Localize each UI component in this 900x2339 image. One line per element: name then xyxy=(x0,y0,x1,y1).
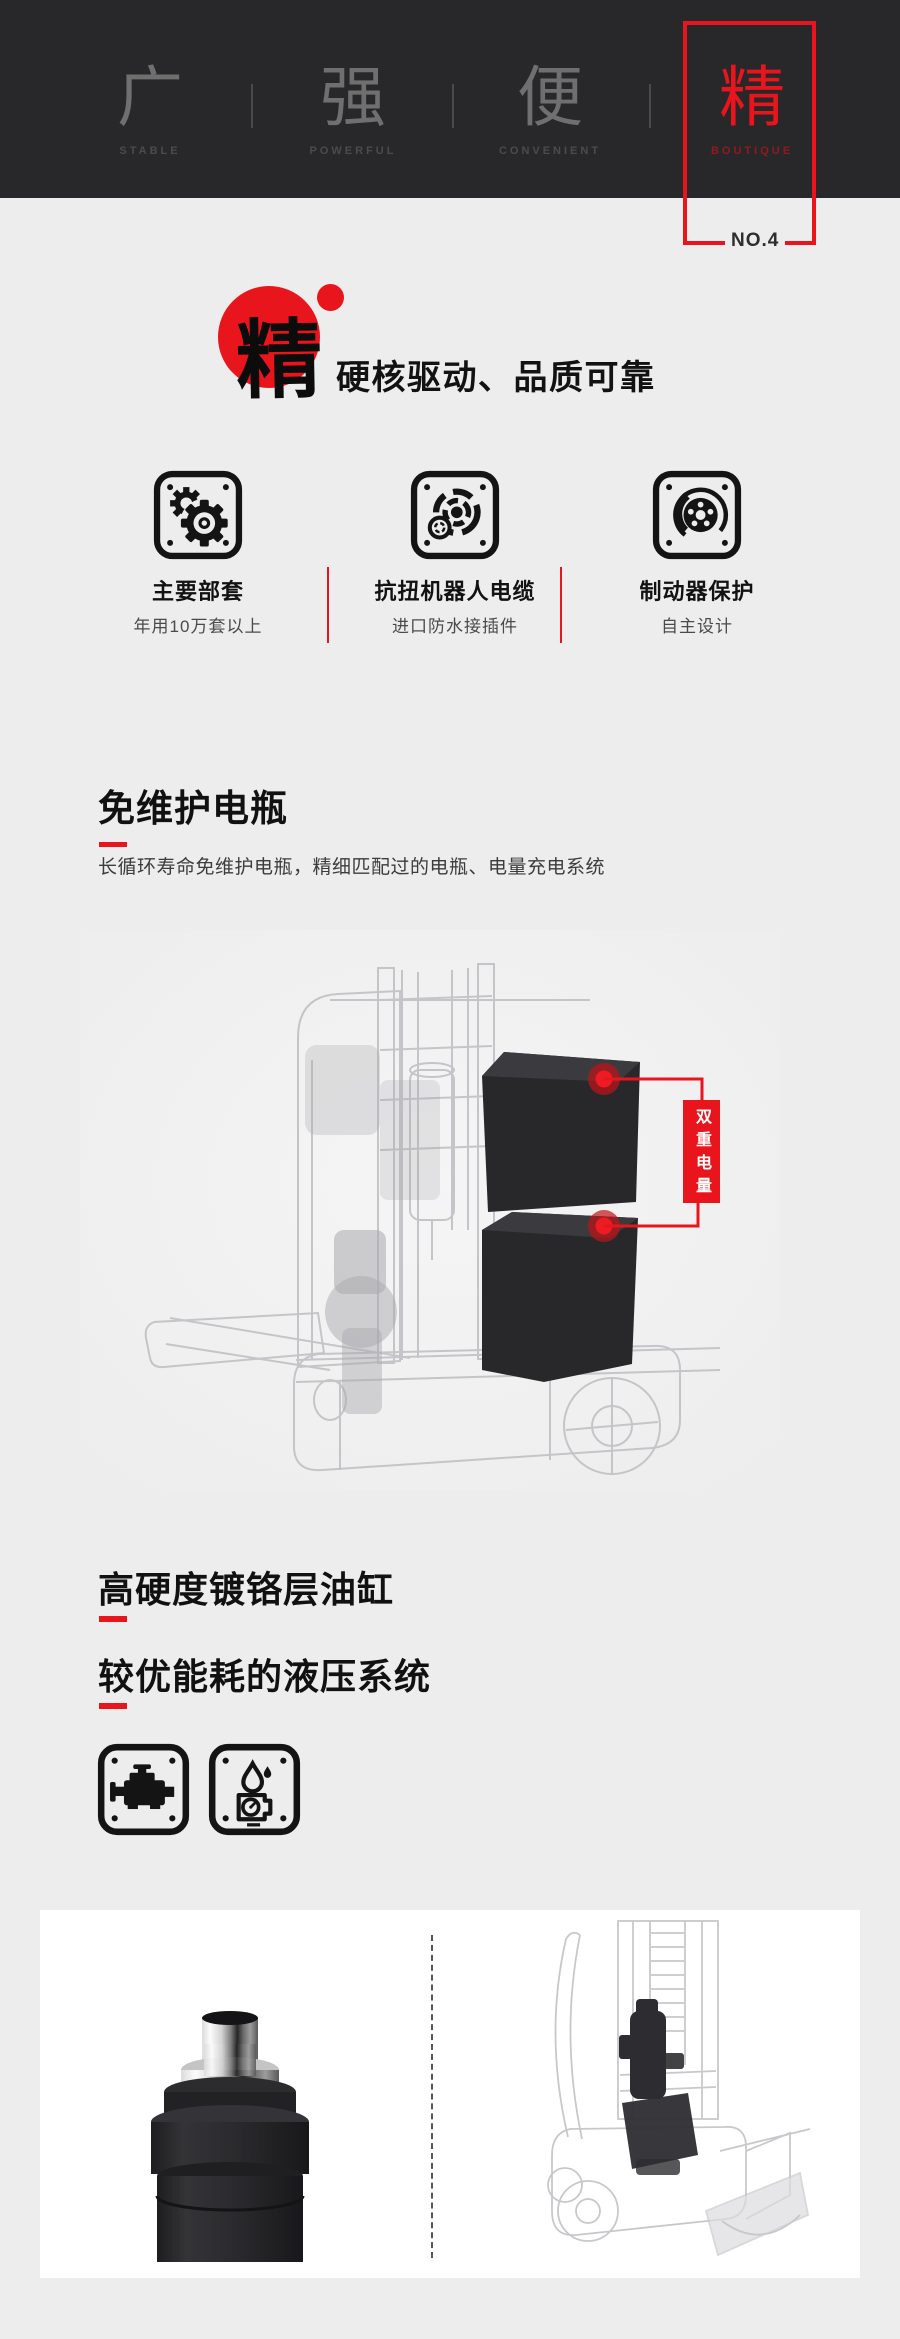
hero-item-powerful: 强 POWERFUL xyxy=(273,64,433,157)
hero-label: CONVENIENT xyxy=(498,145,602,157)
engine-icon xyxy=(97,1743,190,1836)
divider xyxy=(649,84,651,128)
battery-boxes xyxy=(482,1052,640,1382)
feature-title: 制动器保护 xyxy=(639,579,755,604)
gears-icon xyxy=(153,470,243,560)
heading-underline xyxy=(99,1703,127,1709)
dual-battery-callout-tag: 双重电量 xyxy=(683,1100,720,1203)
section-number-badge: NO.4 xyxy=(725,230,786,252)
hero-label: BOUTIQUE xyxy=(710,145,794,157)
feature-subtitle: 年用10万套以上 xyxy=(133,617,263,636)
brake-disc-icon xyxy=(652,470,742,560)
feature-title: 抗扭机器人电缆 xyxy=(374,579,536,604)
boutique-highlight-frame xyxy=(683,21,816,245)
pallet-stacker-wireframe-image xyxy=(80,930,780,1490)
feature-robot-cable: 抗扭机器人电缆 进口防水接插件 xyxy=(355,470,555,637)
brush-character: 精 xyxy=(235,312,323,410)
battery-subheading: 长循环寿命免维护电瓶，精细匹配过的电瓶、电量充电系统 xyxy=(98,857,606,878)
hydraulic-heading: 较优能耗的液压系统 xyxy=(98,1656,432,1697)
hydraulic-cylinder-image xyxy=(151,2011,309,2262)
feature-brake-protection: 制动器保护 自主设计 xyxy=(597,470,797,637)
red-dot-decoration xyxy=(317,284,344,311)
hero-char: 广 xyxy=(117,60,183,134)
pallet-truck-wireframe-image xyxy=(547,1920,811,2257)
feature-title: 主要部套 xyxy=(151,579,244,604)
red-circle-decoration xyxy=(218,286,320,388)
divider xyxy=(452,84,454,128)
cylinder-heading: 高硬度镀铬层油缸 xyxy=(98,1569,395,1610)
dashed-divider xyxy=(431,1935,433,2258)
feature-subtitle: 自主设计 xyxy=(661,617,733,636)
heading-underline xyxy=(99,842,127,847)
hero-item-stable: 广 STABLE xyxy=(70,64,230,157)
hero-label: STABLE xyxy=(119,145,181,157)
feature-main-parts: 主要部套 年用10万套以上 xyxy=(98,470,298,637)
divider xyxy=(560,567,562,643)
battery-heading: 免维护电瓶 xyxy=(98,788,288,829)
hero-banner: 广 STABLE 强 POWERFUL 便 CONVENIENT 精 BOUTI… xyxy=(0,0,900,198)
oil-gauge-icon xyxy=(208,1743,301,1836)
robot-cable-icon xyxy=(410,470,500,560)
hero-char: 精 xyxy=(719,60,785,134)
hero-item-convenient: 便 CONVENIENT xyxy=(470,64,630,157)
section-title: 硬核驱动、品质可靠 xyxy=(336,359,656,397)
heading-underline xyxy=(99,1616,127,1622)
hero-char: 便 xyxy=(517,60,583,134)
divider xyxy=(327,567,329,643)
feature-subtitle: 进口防水接插件 xyxy=(392,617,518,636)
callout-lines xyxy=(588,1063,704,1242)
hero-label: POWERFUL xyxy=(309,145,397,157)
hero-item-boutique: 精 BOUTIQUE xyxy=(672,64,832,157)
hero-char: 强 xyxy=(320,60,386,134)
divider xyxy=(251,84,253,128)
